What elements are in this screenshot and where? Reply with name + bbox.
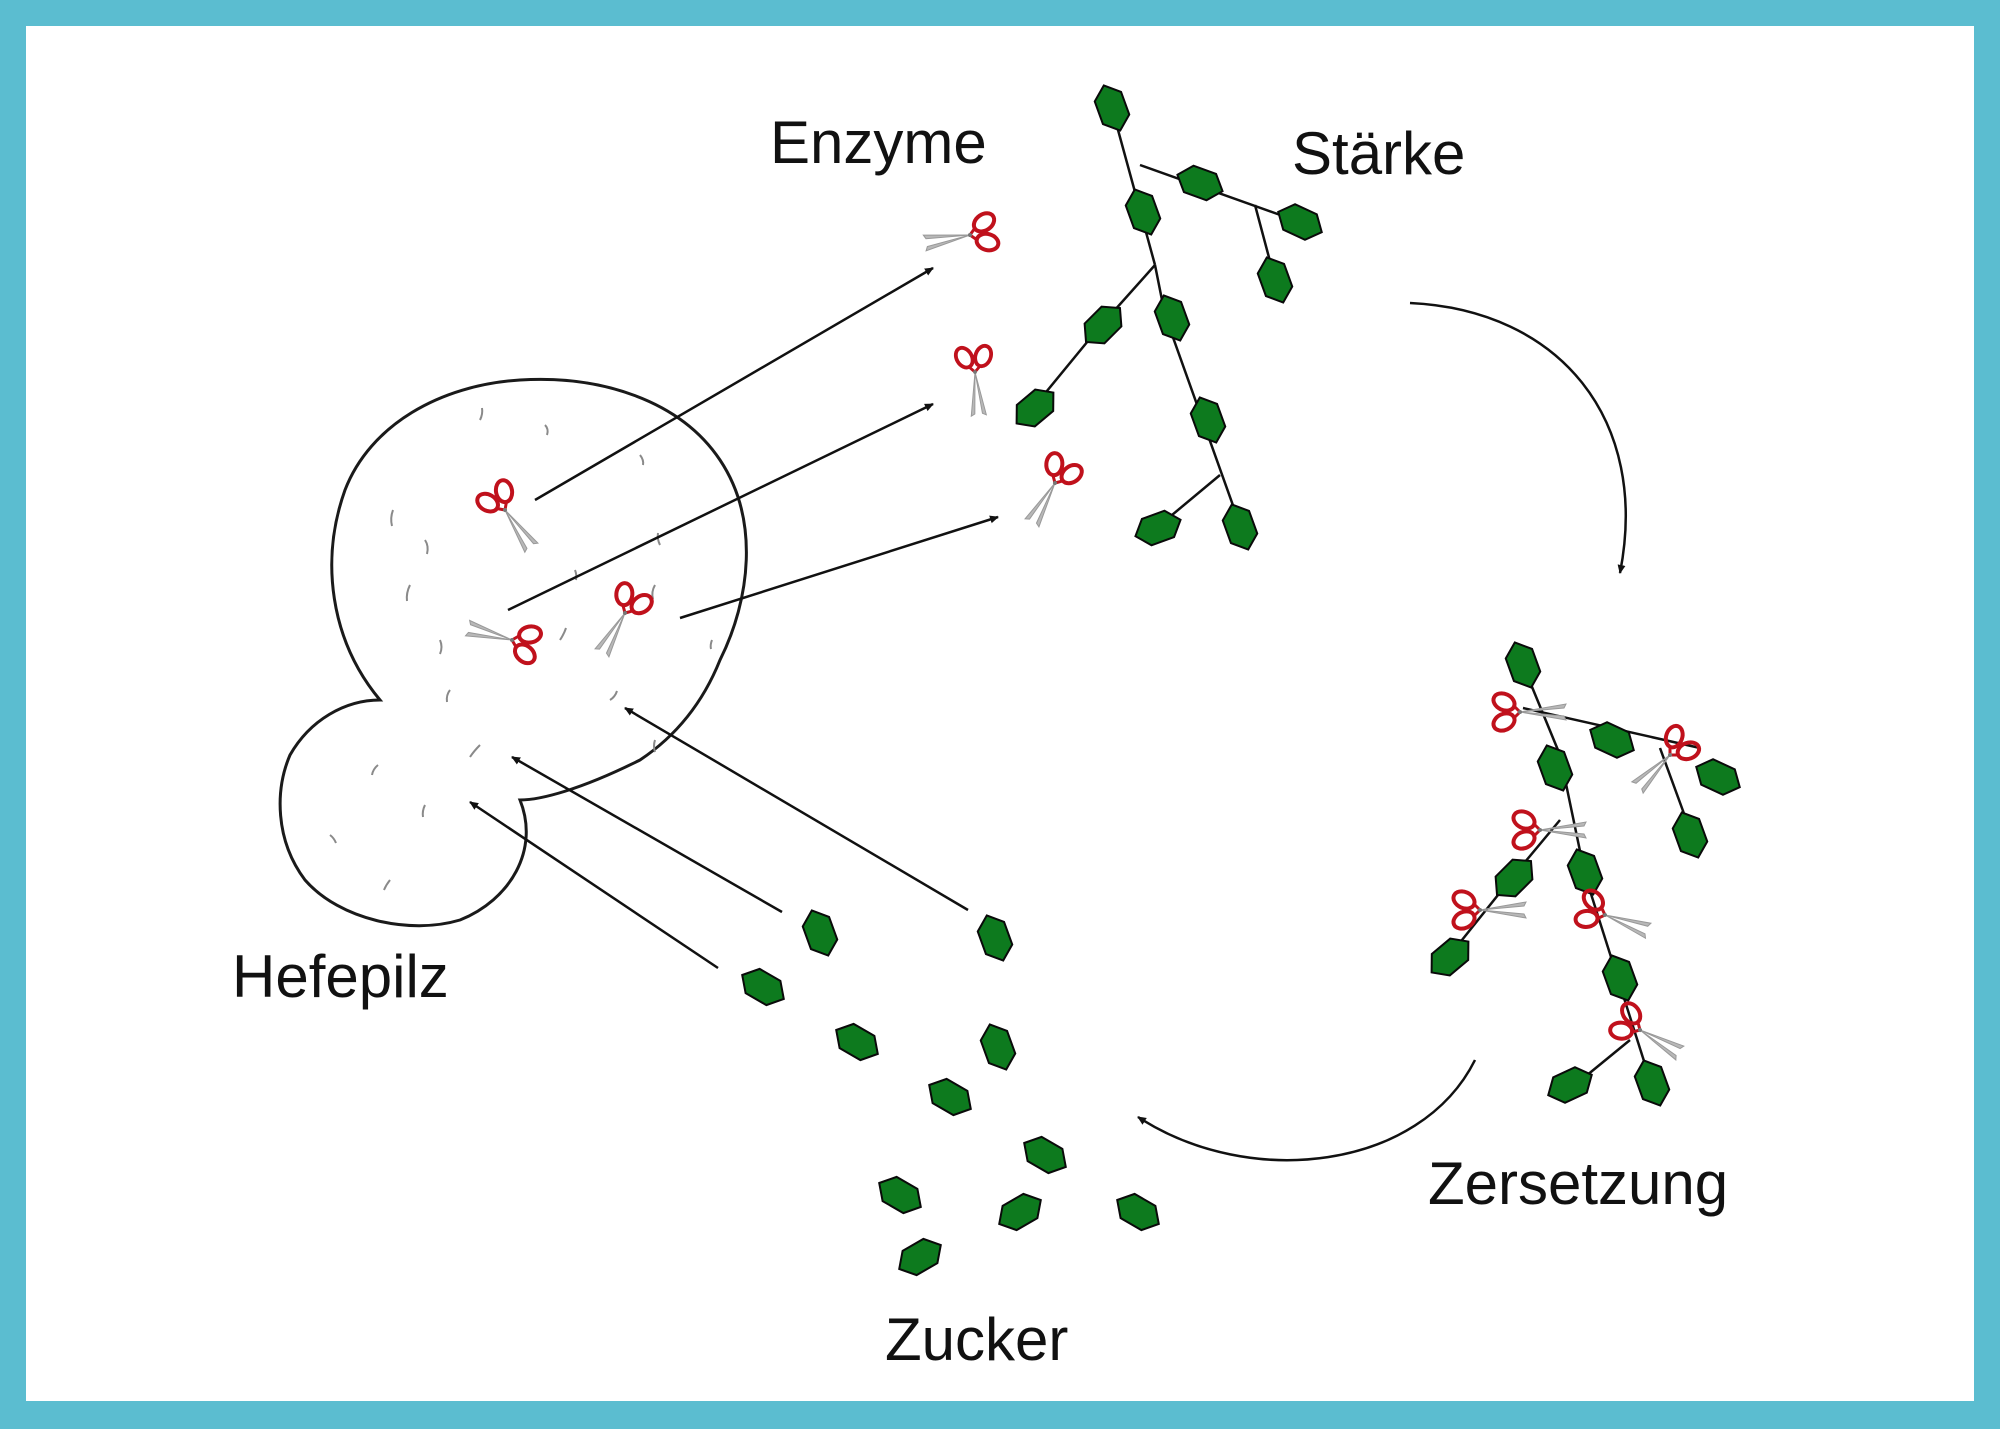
glucose-hexagon-icon	[979, 1023, 1017, 1071]
glucose-hexagon-icon	[1633, 1059, 1671, 1107]
glucose-hexagon-icon	[1023, 1135, 1067, 1175]
cycle-arrows	[1137, 301, 1627, 1162]
scissors-icon	[475, 478, 539, 554]
glucose-hexagon-icon	[1695, 758, 1741, 796]
glucose-hexagon-icon	[801, 909, 839, 957]
glucose-hexagon-icon	[1547, 1066, 1593, 1104]
scissors-icon	[953, 343, 994, 418]
arrow	[1137, 1059, 1477, 1162]
glucose-hexagon-icon	[1494, 858, 1534, 898]
arrow	[511, 755, 783, 914]
glucose-hexagon-icon	[1134, 509, 1182, 547]
glucose-hexagon-icon	[1083, 305, 1123, 345]
glucose-hexagon-icon	[1153, 294, 1191, 342]
glucose-hexagon-icon	[1277, 203, 1323, 241]
glucose-hexagon-icon	[1671, 811, 1709, 859]
arrow	[624, 706, 969, 912]
scissors-icon	[1630, 723, 1702, 795]
glucose-hexagon-icon	[1589, 721, 1635, 759]
glucose-hexagon-icon	[1536, 744, 1574, 792]
scissors-icon	[1511, 809, 1587, 851]
glucose-hexagon-icon	[1116, 1192, 1160, 1232]
scissors-icon	[1024, 451, 1084, 528]
glucose-hexagon-icon	[998, 1192, 1042, 1232]
glucose-hexagon-icon	[928, 1077, 972, 1117]
scissors-icon	[1608, 1001, 1685, 1061]
glucose-hexagon-icon	[878, 1175, 922, 1215]
glucose-hexagon-icon	[1430, 937, 1470, 977]
scissors-icon	[1451, 889, 1527, 931]
glucose-hexagon-icon	[1221, 503, 1259, 551]
glucose-hexagon-icon	[1256, 256, 1294, 304]
arrow	[469, 800, 719, 970]
glucose-hexagon-icon	[1124, 188, 1162, 236]
label-hefepilz: Hefepilz	[232, 943, 449, 1010]
label-zersetzung: Zersetzung	[1428, 1150, 1729, 1217]
glucose-hexagon-icon	[835, 1022, 879, 1062]
enzyme-release-arrows	[507, 266, 999, 620]
arrow	[1409, 301, 1627, 574]
glucose-hexagon-icon	[1601, 954, 1639, 1002]
scissors-icon	[922, 211, 1001, 253]
sugar-uptake-arrows	[469, 706, 969, 970]
arrow	[507, 402, 934, 612]
sugar-molecules	[741, 909, 1160, 1277]
scissors-icon	[1573, 888, 1653, 940]
glucose-hexagon-icon	[1093, 84, 1131, 132]
glucose-hexagon-icon	[1015, 388, 1055, 428]
starch-molecule	[1015, 84, 1323, 551]
glucose-hexagon-icon	[1189, 396, 1227, 444]
label-zucker: Zucker	[885, 1306, 1069, 1373]
glucose-hexagon-icon	[741, 967, 785, 1007]
glucose-hexagon-icon	[898, 1237, 942, 1277]
scissors-icon	[594, 581, 654, 658]
glucose-hexagon-icon	[976, 914, 1014, 962]
label-enzyme: Enzyme	[770, 109, 987, 176]
scissors-icon	[464, 619, 543, 666]
glucose-hexagon-icon	[1504, 641, 1542, 689]
arrow	[679, 515, 999, 620]
decomposing-starch	[1430, 641, 1741, 1107]
glucose-hexagon-icon	[1176, 164, 1224, 202]
label-staerke: Stärke	[1292, 120, 1466, 187]
enzyme-scissors	[464, 211, 1084, 666]
arrow	[534, 266, 934, 502]
scissors-icon	[1491, 691, 1567, 733]
glucose-hexagon-icon	[1566, 848, 1604, 896]
